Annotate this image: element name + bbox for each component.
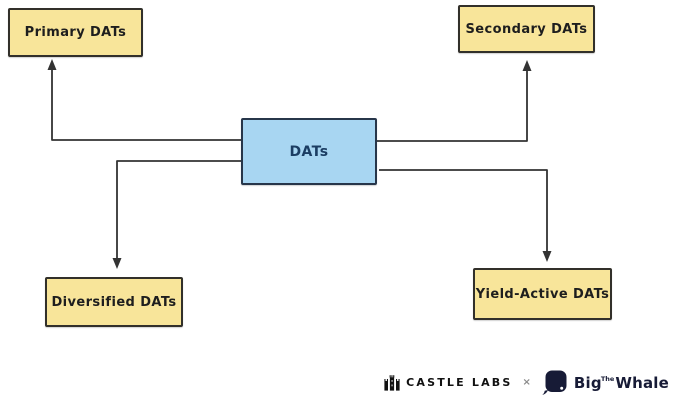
node-primary-dats: Primary DATs — [8, 8, 143, 57]
connector-yield — [379, 169, 548, 253]
connector-secondary — [377, 69, 528, 142]
node-secondary-label: Secondary DATs — [465, 21, 588, 37]
wordmark-the: The — [600, 374, 615, 383]
whale-icon — [542, 370, 567, 395]
node-diversified-label: Diversified DATs — [51, 294, 177, 310]
node-yield-active-dats: Yield-Active DATs — [473, 268, 612, 320]
node-primary-label: Primary DATs — [24, 25, 127, 40]
castle-labs-logo: CASTLE LABS — [383, 374, 512, 392]
connector-primary — [51, 68, 241, 141]
connector-diversified — [116, 160, 241, 260]
arrowhead-primary — [47, 59, 57, 70]
castle-icon — [384, 374, 400, 391]
node-diversified-dats: Diversified DATs — [45, 277, 183, 327]
wordmark-whale: Whale — [615, 373, 669, 392]
node-center-dats: DATs — [241, 118, 377, 185]
arrowhead-diversified — [112, 258, 122, 269]
collab-x-separator: × — [522, 377, 531, 388]
wordmark-big: Big — [573, 373, 602, 392]
arrowhead-yield — [542, 251, 552, 262]
node-center-label: DATs — [289, 143, 329, 160]
node-yield-label: Yield-Active DATs — [475, 286, 610, 302]
castle-labs-label: CASTLE LABS — [406, 376, 513, 389]
arrowhead-secondary — [522, 60, 532, 71]
node-secondary-dats: Secondary DATs — [458, 5, 595, 53]
